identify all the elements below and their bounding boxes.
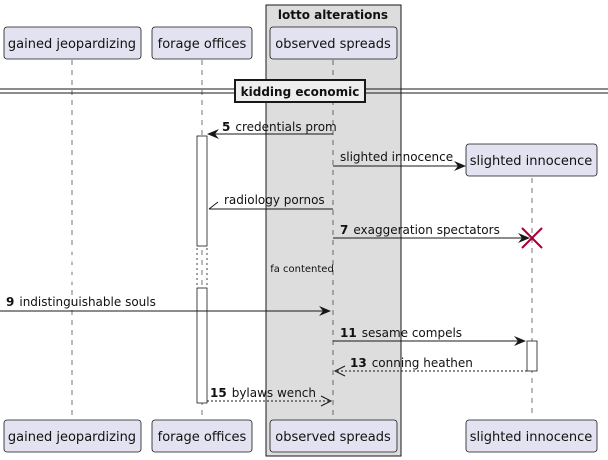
activation-slighted: [526, 340, 538, 372]
message-6b: radiology pornos: [208, 193, 333, 210]
svg-text:gained jeopardizing: gained jeopardizing: [8, 37, 136, 52]
activation-forage-1: [196, 135, 208, 247]
message-6-create: slighted innocence: [333, 150, 466, 171]
svg-text:slighted innocence: slighted innocence: [470, 430, 593, 445]
participant-observed-spreads-bottom: observed spreads: [269, 419, 398, 453]
svg-text:observed spreads: observed spreads: [275, 430, 391, 445]
participant-forage-offices-bottom: forage offices: [151, 419, 253, 453]
lifelines: [71, 60, 533, 418]
svg-text:slighted innocence: slighted innocence: [470, 154, 593, 169]
participant-slighted-innocence-created: slighted innocence: [465, 143, 598, 177]
destroy-icon: [521, 227, 543, 249]
delay-label: fa contented: [270, 264, 334, 275]
svg-text:gained jeopardizing: gained jeopardizing: [8, 430, 136, 445]
divider: kidding economic: [0, 79, 608, 103]
svg-text:slighted innocence: slighted innocence: [340, 150, 453, 164]
participant-gained-jeopardizing-bottom: gained jeopardizing: [3, 419, 142, 453]
svg-text:forage offices: forage offices: [158, 430, 247, 445]
participant-observed-spreads-top: observed spreads: [269, 26, 398, 60]
activation-forage-2: [196, 287, 208, 404]
participant-slighted-innocence-bottom: slighted innocence: [465, 419, 598, 453]
participant-forage-offices-top: forage offices: [151, 26, 253, 60]
svg-text:forage offices: forage offices: [158, 37, 247, 52]
divider-label: kidding economic: [241, 85, 360, 99]
participant-gained-jeopardizing-top: gained jeopardizing: [3, 26, 142, 60]
svg-text:radiology pornos: radiology pornos: [224, 193, 325, 207]
group-title: lotto alterations: [278, 8, 388, 22]
svg-text:observed spreads: observed spreads: [275, 37, 391, 52]
